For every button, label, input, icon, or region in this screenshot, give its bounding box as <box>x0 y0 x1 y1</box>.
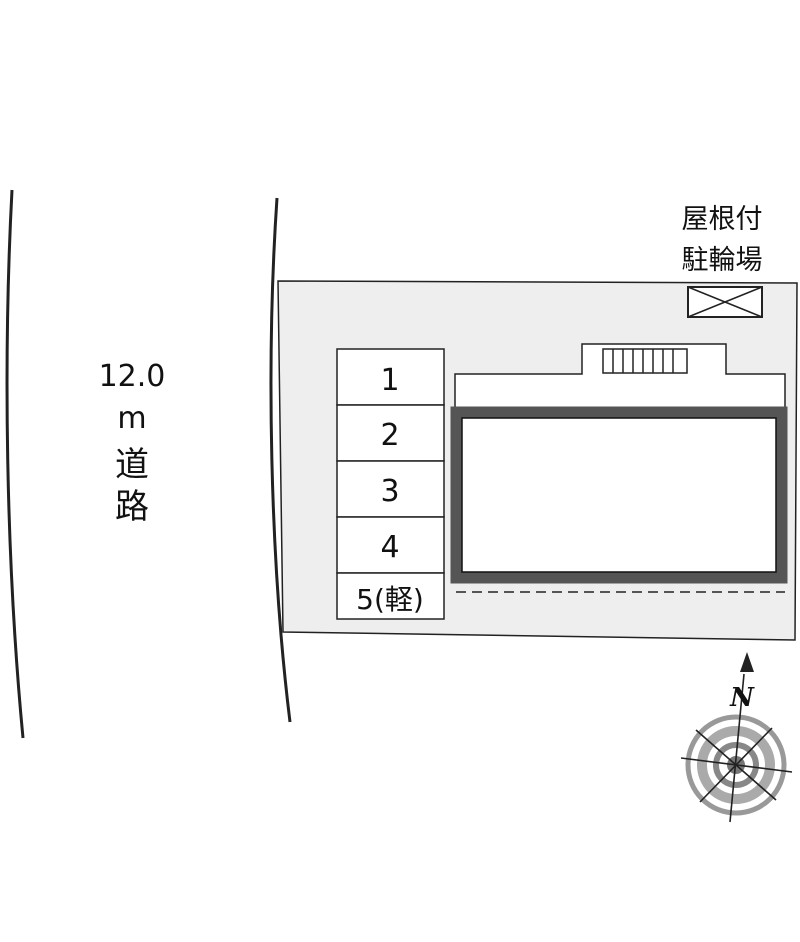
bicycle-parking-label-line-1: 屋根付 <box>682 204 763 235</box>
parking-space-label: 4 <box>380 530 399 565</box>
parking-space <box>336 572 445 620</box>
parking-spaces: 1 2 3 4 5(軽) <box>336 348 445 620</box>
parking-space <box>336 460 445 518</box>
road-width-label: 12.0 <box>99 359 166 394</box>
compass-north-label: N <box>729 683 755 713</box>
building-outline <box>454 343 786 408</box>
road-name-char-1: 道 <box>115 445 149 485</box>
staircase-icon <box>602 348 688 374</box>
parking-space-label: 5(軽) <box>356 583 424 616</box>
road-edge-left <box>5 189 25 739</box>
parking-space <box>336 348 445 406</box>
road-name-char-2: 路 <box>115 487 149 527</box>
parking-space-label: 1 <box>380 363 399 398</box>
road-edge-right <box>269 197 292 723</box>
bicycle-parking-label-line-2: 駐輪場 <box>682 245 763 276</box>
parking-space-label: 3 <box>380 474 399 509</box>
road-unit-label: m <box>117 401 146 436</box>
building <box>450 406 788 584</box>
building-inner-line <box>461 417 777 573</box>
bicycle-parking-icon <box>687 286 763 318</box>
compass-icon <box>680 652 793 823</box>
parking-space-label: 2 <box>380 418 399 453</box>
